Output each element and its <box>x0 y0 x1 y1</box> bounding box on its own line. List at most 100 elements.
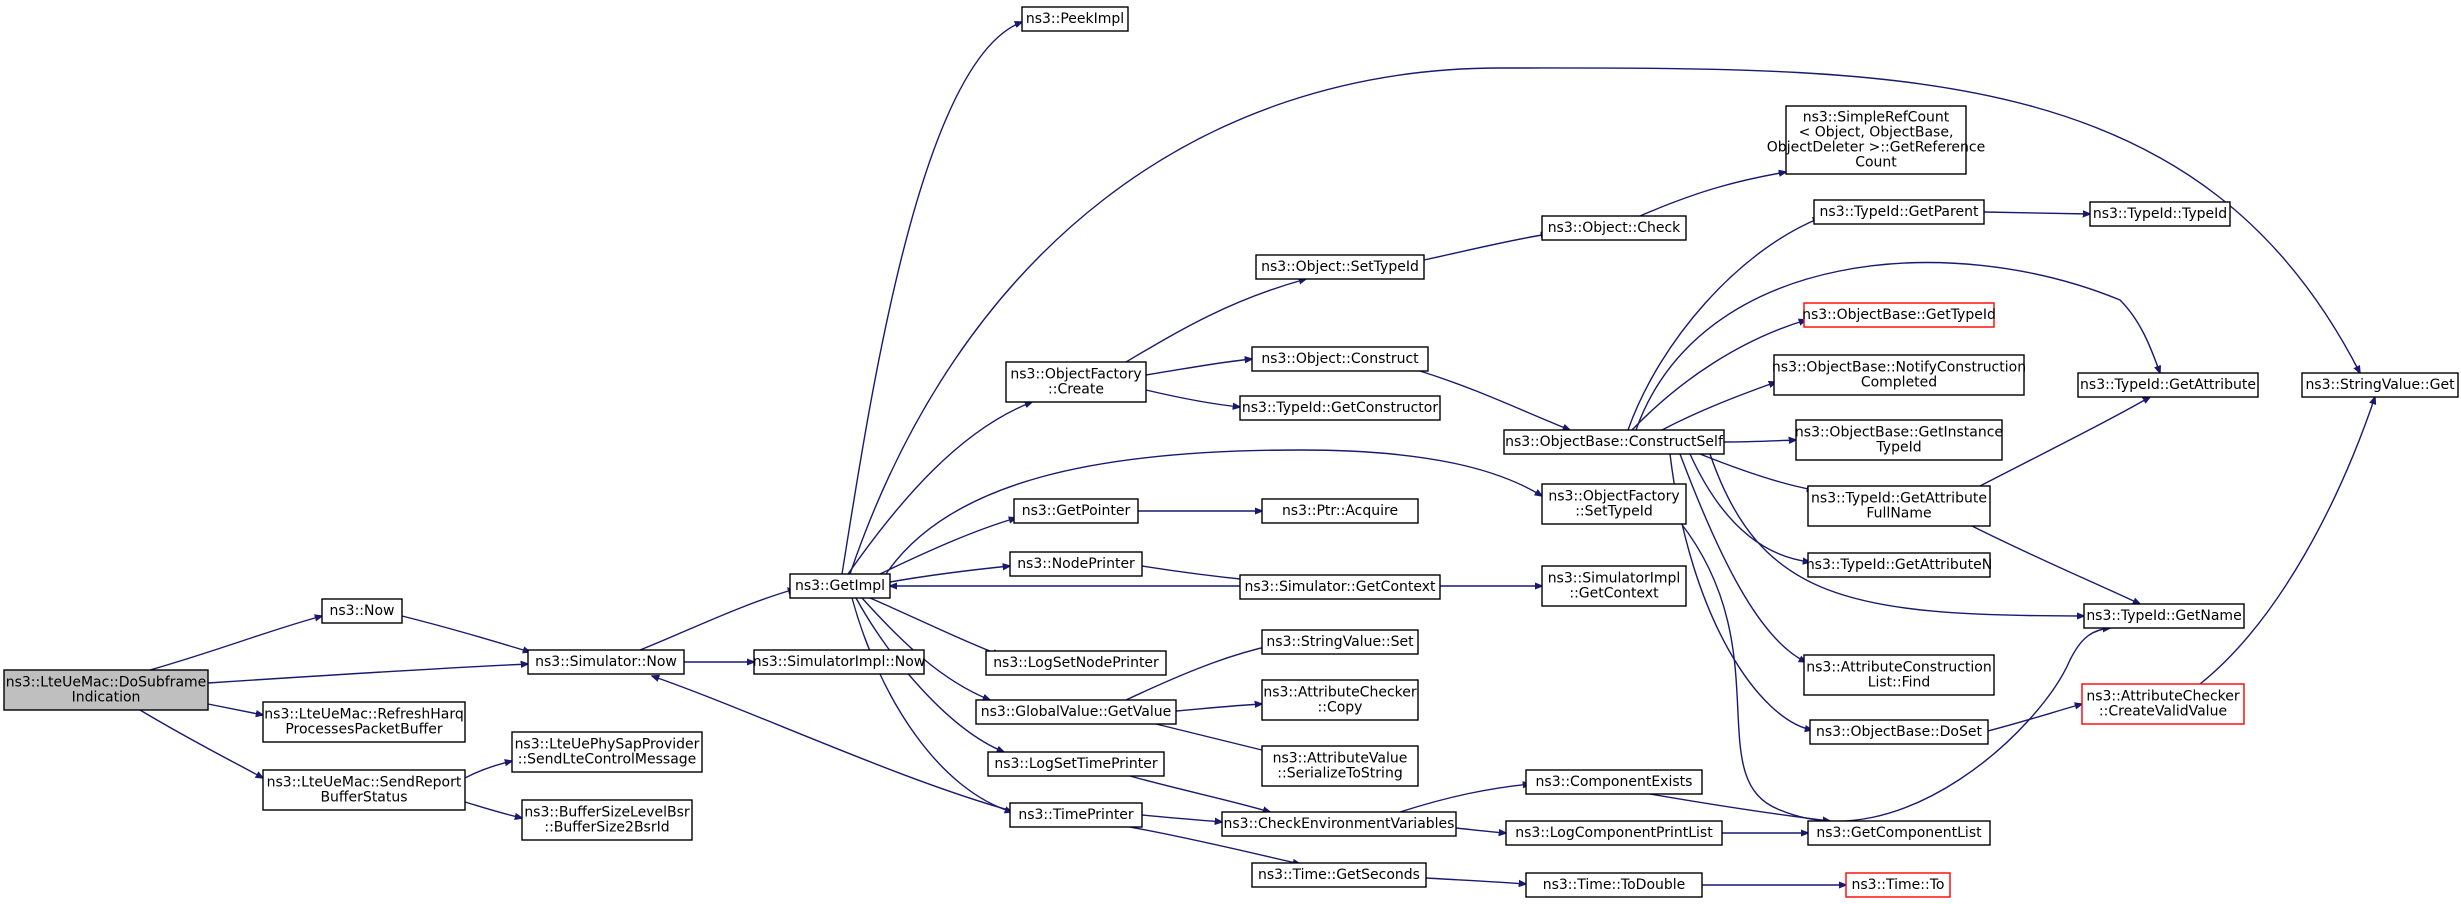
node-label-sendLteCtrl-1: ::SendLteControlMessage <box>518 752 697 768</box>
node-acCopy[interactable]: ns3::AttributeChecker::Copy <box>1261 679 1419 721</box>
node-logSetTime[interactable]: ns3::LogSetTimePrinter <box>987 751 1165 777</box>
node-label-ofCreate-0: ns3::ObjectFactory <box>1010 367 1141 383</box>
node-peekImpl[interactable]: ns3::PeekImpl <box>1021 6 1129 32</box>
edge-doSubframe-to-now <box>149 616 322 671</box>
node-doSet[interactable]: ns3::ObjectBase::DoSet <box>1809 719 1989 745</box>
node-getConstructor[interactable]: ns3::TypeId::GetConstructor <box>1239 395 1441 421</box>
node-label-logSetTime-0: ns3::LogSetTimePrinter <box>994 756 1158 772</box>
node-getAttrN[interactable]: ns3::TypeId::GetAttributeN <box>1806 552 1992 578</box>
node-label-constructSelf-0: ns3::ObjectBase::ConstructSelf <box>1505 434 1724 450</box>
node-createValid[interactable]: ns3::AttributeChecker::CreateValidValue <box>2081 683 2245 725</box>
node-refreshHarq[interactable]: ns3::LteUeMac::RefreshHarqProcessesPacke… <box>262 701 466 743</box>
node-tidGetParent[interactable]: ns3::TypeId::GetParent <box>1813 199 1985 225</box>
node-box-obGetTypeId <box>1803 302 1995 328</box>
node-svSet[interactable]: ns3::StringValue::Set <box>1261 629 1419 655</box>
node-ptrAcquire[interactable]: ns3::Ptr::Acquire <box>1261 498 1419 524</box>
node-checkEnv[interactable]: ns3::CheckEnvironmentVariables <box>1221 811 1457 837</box>
node-simImplNow[interactable]: ns3::SimulatorImpl::Now <box>753 649 926 675</box>
node-label-tidTypeId-0: ns3::TypeId::TypeId <box>2093 206 2227 222</box>
node-nodePrinter[interactable]: ns3::NodePrinter <box>1009 551 1143 577</box>
node-getCompList[interactable]: ns3::GetComponentList <box>1807 820 1991 846</box>
node-objSetTypeId[interactable]: ns3::Object::SetTypeId <box>1255 254 1425 280</box>
node-gvGetValue[interactable]: ns3::GlobalValue::GetValue <box>975 699 1177 725</box>
node-now[interactable]: ns3::Now <box>321 598 403 624</box>
edge-getSeconds-to-toDouble <box>1425 877 1526 884</box>
node-box-peekImpl <box>1021 6 1129 32</box>
node-logCompPrint[interactable]: ns3::LogComponentPrintList <box>1505 820 1723 846</box>
edge-doSubframe-to-sendReport <box>139 709 263 778</box>
node-getName[interactable]: ns3::TypeId::GetName <box>2083 603 2245 629</box>
edge-now-to-simNow <box>401 615 530 652</box>
node-obGetTypeId[interactable]: ns3::ObjectBase::GetTypeId <box>1802 302 1996 328</box>
node-logSetNode[interactable]: ns3::LogSetNodePrinter <box>985 650 1167 676</box>
node-box-nodePrinter <box>1009 551 1143 577</box>
node-getAttribute[interactable]: ns3::TypeId::GetAttribute <box>2077 372 2259 398</box>
node-getPointer[interactable]: ns3::GetPointer <box>1013 498 1139 524</box>
edge-getImpl-to-timePrinter <box>851 597 1012 812</box>
node-bufferSize[interactable]: ns3::BufferSizeLevelBsr::BufferSize2BsrI… <box>521 799 693 841</box>
node-sendLteCtrl[interactable]: ns3::LteUePhySapProvider::SendLteControl… <box>511 731 703 773</box>
node-getImpl[interactable]: ns3::GetImpl <box>789 573 891 599</box>
node-box-timeTo <box>1845 872 1951 898</box>
edge-sendReport-to-bufferSize <box>464 801 522 818</box>
node-simImplGetContext[interactable]: ns3::SimulatorImpl::GetContext <box>1541 565 1687 607</box>
node-label-simpleRef-1: < Object, ObjectBase, <box>1799 125 1954 141</box>
node-box-acCopy <box>1261 679 1419 721</box>
edge-doSubframe-to-refreshHarq <box>207 703 263 715</box>
node-box-timePrinter <box>1009 802 1143 828</box>
edge-getImpl-to-svGet <box>849 67 2360 575</box>
edge-constructSelf-to-getAttribute <box>1635 261 2160 431</box>
node-objCheck[interactable]: ns3::Object::Check <box>1541 215 1687 241</box>
node-label-peekImpl-0: ns3::PeekImpl <box>1026 11 1124 27</box>
node-label-bufferSize-0: ns3::BufferSizeLevelBsr <box>524 805 690 821</box>
edge-doSet-to-createValid <box>1987 704 2082 732</box>
node-box-objCheck <box>1541 215 1687 241</box>
edge-getImpl-to-gvGetValue <box>861 597 990 700</box>
edge-tidGetParent-to-tidTypeId <box>1983 212 2090 214</box>
node-label-acCopy-0: ns3::AttributeChecker <box>1263 685 1417 701</box>
node-timeTo[interactable]: ns3::Time::To <box>1845 872 1951 898</box>
edge-createValid-to-svGet <box>2199 397 2375 685</box>
edge-getAttrFull-to-getAttribute <box>1979 397 2150 487</box>
node-toDouble[interactable]: ns3::Time::ToDouble <box>1525 872 1703 898</box>
node-box-createValid <box>2081 683 2245 725</box>
node-getSeconds[interactable]: ns3::Time::GetSeconds <box>1251 862 1427 888</box>
node-notifyConstr[interactable]: ns3::ObjectBase::NotifyConstructionCompl… <box>1772 354 2026 396</box>
node-constructSelf[interactable]: ns3::ObjectBase::ConstructSelf <box>1503 429 1725 455</box>
node-label-getPointer-0: ns3::GetPointer <box>1022 503 1131 519</box>
node-label-sendReport-0: ns3::LteUeMac::SendReport <box>267 775 462 791</box>
node-simpleRef[interactable]: ns3::SimpleRefCount< Object, ObjectBase,… <box>1767 105 1985 175</box>
node-box-logSetNode <box>985 650 1167 676</box>
node-avSerialize[interactable]: ns3::AttributeValue::SerializeToString <box>1261 745 1419 787</box>
edge-sendReport-to-sendLteCtrl <box>464 761 512 779</box>
node-label-obGetTypeId-0: ns3::ObjectBase::GetTypeId <box>1802 307 1996 323</box>
node-label-simpleRef-3: Count <box>1855 155 1897 171</box>
node-tidTypeId[interactable]: ns3::TypeId::TypeId <box>2089 201 2231 227</box>
node-simGetContext[interactable]: ns3::Simulator::GetContext <box>1239 574 1441 600</box>
node-timePrinter[interactable]: ns3::TimePrinter <box>1009 802 1143 828</box>
node-label-objSetTypeId-0: ns3::Object::SetTypeId <box>1261 259 1419 275</box>
node-label-checkEnv-0: ns3::CheckEnvironmentVariables <box>1224 816 1455 832</box>
node-objConstruct[interactable]: ns3::Object::Construct <box>1251 346 1429 372</box>
node-box-tidGetParent <box>1813 199 1985 225</box>
node-label-getAttribute-0: ns3::TypeId::GetAttribute <box>2080 377 2256 393</box>
node-label-simImplGetContext-0: ns3::SimulatorImpl <box>1548 571 1681 587</box>
edge-objSetTypeId-to-objCheck <box>1423 234 1548 261</box>
edge-gvGetValue-to-acCopy <box>1175 704 1262 712</box>
edge-getImpl-to-nodePrinter <box>889 566 1010 583</box>
node-simNow[interactable]: ns3::Simulator::Now <box>527 649 685 675</box>
node-ofCreate[interactable]: ns3::ObjectFactory::Create <box>1005 361 1147 403</box>
node-label-ofCreate-1: ::Create <box>1048 382 1104 398</box>
node-label-doSubframe-0: ns3::LteUeMac::DoSubframe <box>6 675 207 691</box>
node-compExists[interactable]: ns3::ComponentExists <box>1525 769 1703 795</box>
node-box-doSet <box>1809 719 1989 745</box>
node-label-simpleRef-0: ns3::SimpleRefCount <box>1803 110 1950 126</box>
node-svGet[interactable]: ns3::StringValue::Get <box>2301 372 2459 398</box>
node-ofSetTypeId[interactable]: ns3::ObjectFactory::SetTypeId <box>1541 483 1687 525</box>
